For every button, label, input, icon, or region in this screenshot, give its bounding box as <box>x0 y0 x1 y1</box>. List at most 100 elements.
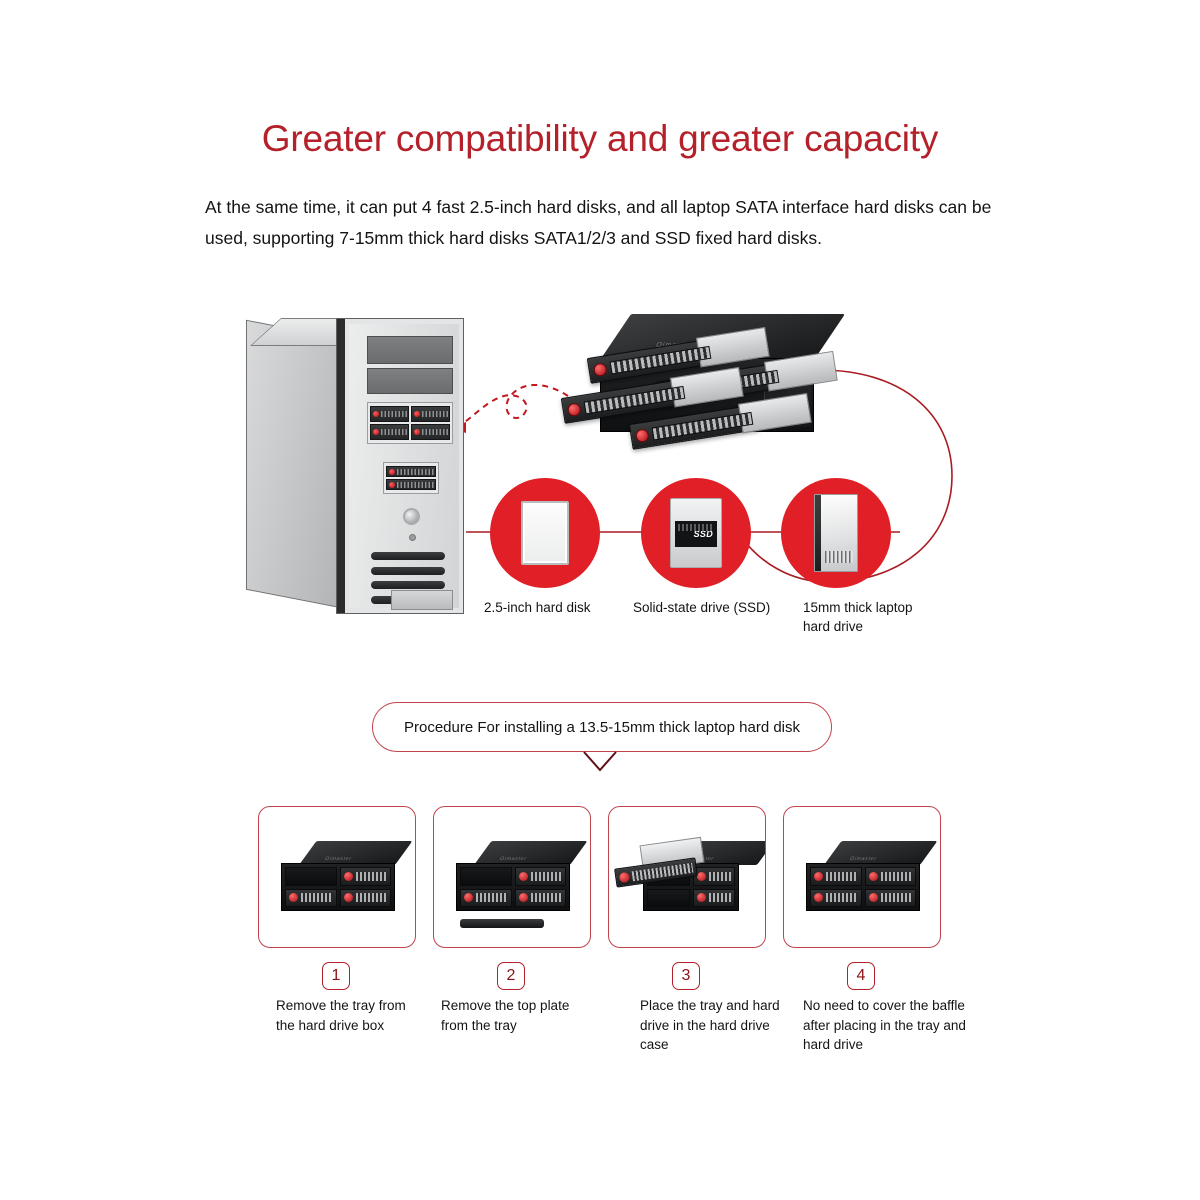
tray-vents <box>880 893 912 903</box>
step-caption: Remove the top plate from the tray <box>441 998 570 1033</box>
enclosure-front-face <box>806 863 920 911</box>
procedure-banner-label: Procedure For installing a 13.5-15mm thi… <box>403 718 801 736</box>
thick-laptop-hdd-icon <box>814 494 858 572</box>
tray-vents <box>826 871 858 881</box>
callout-label: Solid-state drive (SSD) <box>633 600 771 615</box>
tray-latch-icon <box>464 893 473 903</box>
tray-latch-icon <box>389 481 395 488</box>
bay-tray <box>411 406 450 422</box>
step-caption: No need to cover the baffle after placin… <box>803 998 966 1052</box>
enclosure-top-cover <box>474 841 588 865</box>
drive-type-callouts: 2.5-inch hard disk SSD Solid-state drive… <box>0 478 1200 658</box>
tray-latch-icon <box>289 893 298 903</box>
tray-latch-icon <box>618 871 630 883</box>
tray-latch-icon <box>566 401 582 417</box>
callout-disc: SSD <box>641 478 751 588</box>
enclosure-photo: Oimaster <box>806 841 938 913</box>
installation-steps: Oimaster 1 Remove the tray from the hard… <box>0 806 1200 1106</box>
empty-bay <box>460 867 512 886</box>
drive-tray <box>692 888 735 907</box>
brand-label: Oimaster <box>498 856 528 862</box>
bay-tray <box>370 406 409 422</box>
removed-top-plate <box>460 919 544 928</box>
hdd-spine <box>815 495 821 571</box>
step-number-badge: 4 <box>847 962 875 990</box>
tray-vents <box>301 893 333 903</box>
tray-latch-icon <box>414 411 420 417</box>
drive-tray <box>864 867 916 886</box>
tray-vents <box>355 871 387 881</box>
tray-vents <box>381 411 408 417</box>
ssd-label-strip: SSD <box>675 521 717 547</box>
tray-vents <box>826 893 858 903</box>
empty-bay <box>285 867 337 886</box>
tray-latch-icon <box>414 429 420 435</box>
tray-vents <box>476 893 508 903</box>
optical-bay-1 <box>367 336 453 364</box>
power-button-icon <box>403 508 420 525</box>
step-image-frame: Oimaster <box>608 806 766 948</box>
bay-tray <box>411 424 450 440</box>
drive-tray <box>339 867 391 886</box>
hero-illustration: Oimaster 2.5-inch hard disk SSD <box>0 300 1200 670</box>
tray-latch-icon <box>634 427 650 443</box>
4-bay-mobile-rack-enclosure: Oimaster <box>560 314 846 464</box>
tray-vents <box>530 893 562 903</box>
step-4: Oimaster 4 No need to cover the baffle a… <box>783 806 966 1055</box>
tray-vents <box>708 871 731 881</box>
callout-label: 15mm thick laptop hard drive <box>803 600 913 634</box>
optical-bay-2 <box>367 368 453 394</box>
tray-vents <box>422 429 449 435</box>
page-title: Greater compatibility and greater capaci… <box>261 118 939 159</box>
step-caption: Place the tray and hard drive in the har… <box>640 998 780 1052</box>
tray-vents <box>381 429 408 435</box>
callout-solid-state-drive: SSD Solid-state drive (SSD) <box>633 478 770 617</box>
installed-2-bay-cage <box>383 462 439 494</box>
step-image-frame: Oimaster <box>433 806 591 948</box>
brand-label: Oimaster <box>323 856 353 862</box>
enclosure-top-cover <box>824 841 938 865</box>
ssd-label-barcode <box>678 524 714 531</box>
intro-paragraph: At the same time, it can put 4 fast 2.5-… <box>205 197 992 248</box>
callout-25-inch-hard-disk: 2.5-inch hard disk <box>484 478 600 617</box>
step-2: Oimaster 2 Remove the top plate from the… <box>433 806 591 1035</box>
step-number-badge: 3 <box>672 962 700 990</box>
tray-vents <box>355 893 387 903</box>
tray-latch-icon <box>343 871 353 881</box>
step-3: Oimaster 3 Place the tray a <box>608 806 780 1055</box>
tray-latch-icon <box>389 468 395 475</box>
brand-label: Oimaster <box>848 856 878 862</box>
step-image-frame: Oimaster <box>783 806 941 948</box>
tray-vents <box>631 862 694 881</box>
tray-vents <box>880 871 912 881</box>
tray-latch-icon <box>696 871 706 881</box>
bay-tray <box>370 424 409 440</box>
step-image-frame: Oimaster <box>258 806 416 948</box>
tray-latch-icon <box>868 871 878 881</box>
drive-tray <box>460 888 512 907</box>
tray-latch-icon <box>373 411 379 417</box>
step-1: Oimaster 1 Remove the tray from the hard… <box>258 806 416 1035</box>
drive-tray <box>285 888 337 907</box>
drive-tray <box>810 867 862 886</box>
status-led-icon <box>409 534 416 541</box>
tray-latch-icon <box>696 893 706 903</box>
drive-tray <box>339 888 391 907</box>
tray-latch-icon <box>373 429 379 435</box>
drive-tray <box>514 888 566 907</box>
hard-disk-25-icon <box>521 501 569 565</box>
ssd-icon: SSD <box>670 498 722 568</box>
enclosure-front-face <box>281 863 395 911</box>
callout-15mm-laptop-hard-drive: 15mm thick laptop hard drive <box>781 478 913 636</box>
tray-latch-icon <box>343 893 353 903</box>
tray-latch-icon <box>814 871 823 881</box>
callout-label: 2.5-inch hard disk <box>484 600 591 615</box>
empty-bay <box>647 888 690 907</box>
tray-vents <box>422 411 449 417</box>
procedure-banner: Procedure For installing a 13.5-15mm thi… <box>372 702 832 752</box>
tower-bezel <box>349 324 459 610</box>
tray-vents <box>397 468 435 475</box>
enclosure-photo: Oimaster <box>456 841 588 913</box>
tower-front-panel <box>336 318 464 614</box>
ssd-chip-text: SSD <box>693 529 713 539</box>
